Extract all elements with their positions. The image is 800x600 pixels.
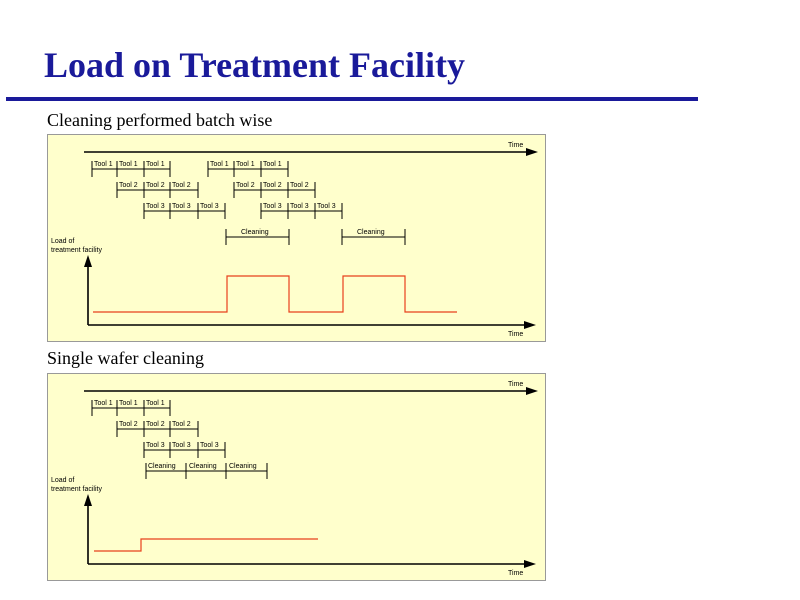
bottom-time-arrowhead: [524, 560, 536, 568]
cleaning-label-2: Cleaning: [357, 229, 385, 236]
tool3-label-2: Tool 3: [172, 442, 191, 449]
load-label-line2: treatment facility: [51, 247, 102, 254]
tool1-row: [91, 161, 289, 177]
tool2-segment-3: [170, 421, 199, 437]
tool1-label-4: Tool 1: [210, 161, 229, 168]
batch-cleaning-subtitle: Cleaning performed batch wise: [47, 110, 273, 130]
tool3-label-4: Tool 3: [263, 203, 282, 210]
cleaning-label-3: Cleaning: [229, 463, 257, 470]
tool3-label-5: Tool 3: [290, 203, 309, 210]
cleaning-label-1: Cleaning: [148, 463, 176, 470]
batch-cleaning-svg: Time Tool 1 Tool 1 Tool 1 Tool 1 Tool 1 …: [51, 142, 538, 338]
tool1-segment-3: [144, 161, 171, 177]
cleaning-label-1: Cleaning: [241, 229, 269, 236]
tool1-label-5: Tool 1: [236, 161, 255, 168]
tool2-segment-3: [170, 182, 199, 198]
tool1-segment-3: [144, 400, 171, 416]
batch-cleaning-diagram: Time Tool 1 Tool 1 Tool 1 Tool 1 Tool 1 …: [47, 134, 546, 342]
tool1-row: [91, 400, 171, 416]
tool3-label-3: Tool 3: [200, 203, 219, 210]
tool3-label-3: Tool 3: [200, 442, 219, 449]
tool3-segment-6: [315, 203, 343, 219]
tool2-row: [116, 421, 199, 437]
tool3-label-1: Tool 3: [146, 442, 165, 449]
single-wafer-subtitle: Single wafer cleaning: [47, 348, 204, 368]
cleaning-segment-3: [226, 463, 268, 479]
cleaning-segment-1: [225, 229, 290, 245]
single-wafer-load-curve: [94, 538, 318, 552]
top-time-label: Time: [508, 381, 523, 388]
tool1-label-6: Tool 1: [263, 161, 282, 168]
tool2-label-2: Tool 2: [146, 421, 165, 428]
tool1-label-2: Tool 1: [119, 161, 138, 168]
tool2-label-2: Tool 2: [146, 182, 165, 189]
load-axis-arrowhead: [84, 255, 92, 267]
tool2-label-4: Tool 2: [236, 182, 255, 189]
load-axis-arrowhead: [84, 494, 92, 506]
load-label-line1: Load of: [51, 238, 74, 245]
tool2-label-1: Tool 2: [119, 182, 138, 189]
tool2-label-5: Tool 2: [263, 182, 282, 189]
tool1-segment-6: [261, 161, 289, 177]
tool2-label-3: Tool 2: [172, 182, 191, 189]
bottom-time-label: Time: [508, 570, 523, 577]
tool1-label-3: Tool 1: [146, 161, 165, 168]
bottom-time-arrowhead: [524, 321, 536, 329]
batch-load-curve: [93, 275, 457, 313]
slide-title: Load on Treatment Facility: [44, 45, 465, 85]
tool3-label-2: Tool 3: [172, 203, 191, 210]
bottom-time-label: Time: [508, 331, 523, 338]
cleaning-row: [145, 463, 268, 479]
cleaning-label-2: Cleaning: [189, 463, 217, 470]
tool3-row: [143, 442, 226, 458]
load-label-line2: treatment facility: [51, 486, 102, 493]
tool1-label-1: Tool 1: [94, 400, 113, 407]
tool2-row: [116, 182, 316, 198]
cleaning-row: [225, 229, 406, 245]
top-time-arrowhead: [526, 148, 538, 156]
tool3-row: [143, 203, 343, 219]
tool3-segment-3: [198, 203, 226, 219]
tool2-segment-6: [288, 182, 316, 198]
tool1-label-1: Tool 1: [94, 161, 113, 168]
top-time-label: Time: [508, 142, 523, 149]
cleaning-segment-2: [341, 229, 406, 245]
tool2-label-6: Tool 2: [290, 182, 309, 189]
tool2-label-1: Tool 2: [119, 421, 138, 428]
tool3-label-6: Tool 3: [317, 203, 336, 210]
load-label-line1: Load of: [51, 477, 74, 484]
tool1-label-2: Tool 1: [119, 400, 138, 407]
single-wafer-svg: Time Tool 1 Tool 1 Tool 1 Tool 2 Tool 2 …: [51, 381, 538, 577]
title-underline: [6, 97, 698, 101]
tool3-segment-3: [198, 442, 226, 458]
top-time-arrowhead: [526, 387, 538, 395]
tool3-label-1: Tool 3: [146, 203, 165, 210]
single-wafer-diagram: Time Tool 1 Tool 1 Tool 1 Tool 2 Tool 2 …: [47, 373, 546, 581]
tool2-label-3: Tool 2: [172, 421, 191, 428]
tool1-label-3: Tool 1: [146, 400, 165, 407]
